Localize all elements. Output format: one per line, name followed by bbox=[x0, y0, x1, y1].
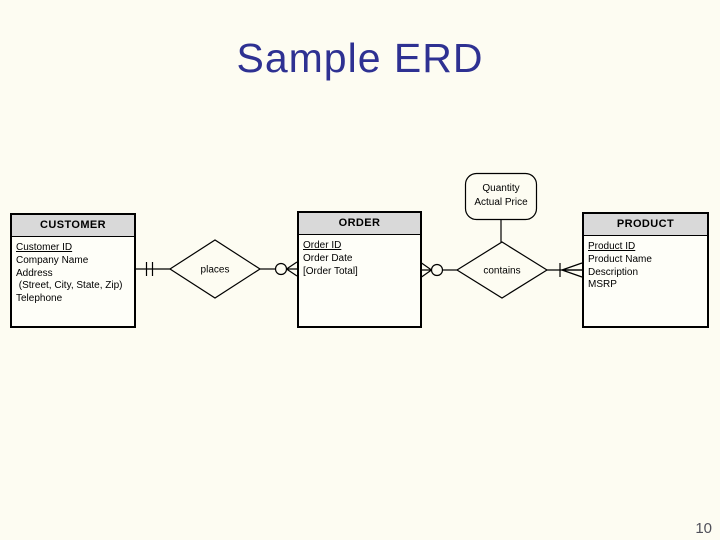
entity-order-attributes: Order ID Order Date [Order Total] bbox=[299, 235, 420, 278]
attribute-node-line2: Actual Price bbox=[474, 197, 528, 208]
slide-title: Sample ERD bbox=[236, 35, 484, 81]
attribute-product-name: Product Name bbox=[588, 253, 652, 265]
entity-customer-attributes: Customer ID Company Name Address (Street… bbox=[12, 237, 134, 306]
customer-places-connector bbox=[136, 262, 170, 276]
entity-customer: CUSTOMER Customer ID Company Name Addres… bbox=[10, 213, 136, 328]
entity-product: PRODUCT Product ID Product Name Descript… bbox=[582, 212, 709, 328]
attribute-address: Address bbox=[16, 267, 53, 279]
attribute-description: Description bbox=[588, 266, 639, 278]
attribute-product-id: Product ID bbox=[588, 241, 636, 252]
attribute-node-line1: Quantity bbox=[482, 183, 519, 194]
one-and-only-one-cardinality-icon bbox=[145, 262, 154, 276]
places-relationship-diamond: places bbox=[168, 239, 262, 299]
attribute-order-id: Order ID bbox=[303, 240, 342, 251]
entity-product-attributes: Product ID Product Name Description MSRP bbox=[584, 236, 707, 292]
quantity-attribute-node: Quantity Actual Price bbox=[464, 172, 538, 242]
zero-or-many-cardinality-icon bbox=[421, 262, 444, 278]
page-number: 10 bbox=[695, 520, 712, 537]
attribute-order-date: Order Date bbox=[303, 252, 353, 264]
attribute-telephone: Telephone bbox=[16, 293, 63, 305]
entity-order-header: ORDER bbox=[299, 213, 420, 235]
attribute-customer-id: Customer ID bbox=[16, 242, 73, 253]
attribute-company-name: Company Name bbox=[16, 254, 89, 266]
contains-product-connector bbox=[547, 262, 583, 278]
order-contains-connector bbox=[421, 262, 457, 278]
places-relationship-label: places bbox=[201, 265, 230, 276]
one-or-many-cardinality-icon bbox=[559, 262, 583, 278]
contains-relationship-diamond: contains bbox=[455, 241, 549, 299]
places-order-connector bbox=[260, 261, 298, 277]
attribute-order-total: [Order Total] bbox=[303, 265, 358, 277]
entity-product-header: PRODUCT bbox=[584, 214, 707, 236]
entity-customer-header: CUSTOMER bbox=[12, 215, 134, 237]
attribute-msrp: MSRP bbox=[588, 279, 617, 291]
contains-relationship-label: contains bbox=[483, 266, 520, 277]
entity-order: ORDER Order ID Order Date [Order Total] bbox=[297, 211, 422, 328]
attribute-address-detail: (Street, City, State, Zip) bbox=[16, 280, 123, 292]
zero-or-many-cardinality-icon bbox=[274, 261, 298, 277]
